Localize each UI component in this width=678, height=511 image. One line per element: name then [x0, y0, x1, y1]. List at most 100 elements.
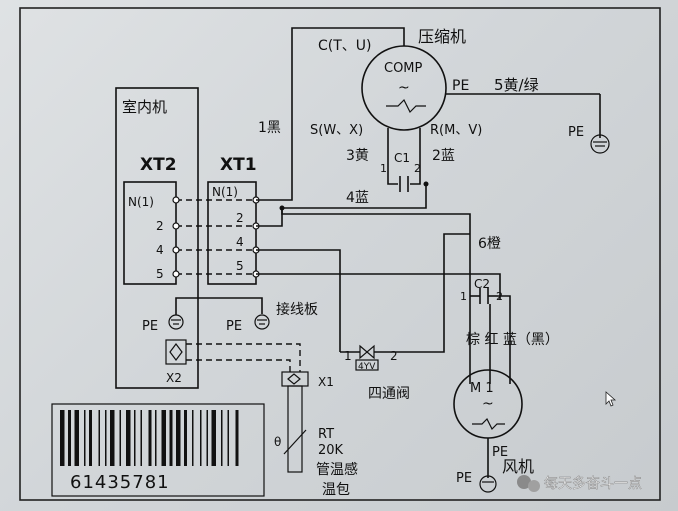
- barcode-bar: [176, 410, 181, 466]
- wire-term5: [256, 273, 501, 300]
- terminal-board-label: 接线板: [276, 301, 318, 318]
- xt2-term-3: 4: [156, 243, 164, 257]
- barcode-bar: [140, 410, 142, 466]
- x1-label: X1: [318, 375, 334, 389]
- barcode-number: 61435781: [70, 472, 170, 493]
- fan-ground-icon: [479, 475, 497, 493]
- pe-mid-icon: [254, 314, 270, 330]
- cap2-name: C2: [474, 277, 490, 291]
- valve-code: 4YV: [358, 362, 376, 372]
- comp-pe-wire: 5黄/绿: [494, 76, 539, 94]
- x2-label: X2: [166, 371, 182, 385]
- wire-r: [410, 128, 421, 185]
- mouse-cursor-icon: [605, 391, 617, 407]
- xt2-block: [123, 181, 177, 285]
- x2-connector: [165, 339, 187, 365]
- sensor-name-1: 管温感: [316, 461, 358, 478]
- xt1-block: [207, 181, 257, 285]
- barcode-bar: [206, 410, 208, 466]
- barcode-bar: [169, 410, 173, 466]
- wechat-icon: [517, 475, 531, 489]
- wire-black-label: 1黑: [258, 120, 281, 136]
- comp-label: COMP: [384, 61, 423, 76]
- comp-c-label: C(T、U): [318, 38, 372, 54]
- barcode-bar: [119, 410, 121, 466]
- valve-coil: [355, 359, 379, 371]
- ground-icon: [590, 134, 610, 154]
- barcode-bar: [227, 410, 229, 466]
- compressor-title: 压缩机: [418, 27, 466, 46]
- comp-tilde: ~: [398, 80, 410, 96]
- valve-symbol: [359, 344, 375, 360]
- cap1-name: C1: [394, 151, 410, 165]
- sensor-value: 20K: [318, 443, 344, 458]
- barcode-bar: [184, 410, 187, 466]
- sensor-body: [287, 385, 303, 473]
- valve-name: 四通阀: [368, 386, 410, 402]
- barcode-bar: [74, 410, 79, 466]
- indoor-unit-box: [115, 87, 199, 389]
- barcode-bar: [98, 410, 100, 466]
- cap1-p1: 1: [380, 162, 387, 175]
- wire-term4: [256, 249, 341, 352]
- xt1-term-3: 4: [236, 235, 244, 249]
- barcode-bar: [155, 410, 157, 466]
- xt2-term-1: N(1): [128, 195, 154, 209]
- outer-frame: [19, 7, 661, 501]
- cap2-p1: 1: [460, 290, 467, 303]
- cap1-p2: 2: [414, 162, 421, 175]
- wire-6-orange: [281, 208, 471, 300]
- watermark-text: 每天多奋斗一点: [544, 475, 642, 492]
- valve-p2: 2: [390, 349, 398, 363]
- wire-blue4-label: 4蓝: [346, 190, 369, 206]
- fan-m-label: M 1: [470, 381, 494, 396]
- fan-title: 风机: [502, 457, 534, 476]
- barcode-bar: [192, 410, 194, 466]
- barcode-bar: [134, 410, 136, 466]
- comp-pe-label: PE: [452, 78, 469, 94]
- fan-pe-top: PE: [492, 445, 508, 460]
- xt1-term-4: 5: [236, 259, 244, 273]
- xt1-term-1: N(1): [212, 185, 238, 199]
- comp-pe-sym: PE: [568, 125, 584, 140]
- wire-orange-label: 6橙: [478, 236, 501, 252]
- pe-left-label: PE: [142, 319, 158, 334]
- sensor-name-2: 温包: [322, 482, 350, 498]
- barcode-bar: [126, 410, 131, 466]
- fan-overload: [472, 417, 505, 431]
- pe-mid-label: PE: [226, 319, 242, 334]
- wire-blue2-label: 2蓝: [432, 148, 455, 164]
- wire-c-black: [256, 27, 405, 201]
- barcode-bar: [161, 410, 166, 466]
- barcode: [60, 410, 239, 466]
- fan-wire-colors: 棕 红 蓝（黑）: [466, 332, 559, 348]
- barcode-bar: [235, 410, 239, 466]
- wire-s: [387, 128, 398, 185]
- barcode-bar: [60, 410, 65, 466]
- valve-p1: 1: [344, 349, 352, 363]
- sensor-rt: RT: [318, 427, 334, 442]
- fan-pe-left: PE: [456, 471, 472, 486]
- pe-left-icon: [168, 314, 184, 330]
- svg-text:~: ~: [482, 396, 494, 412]
- sensor-theta: θ: [274, 435, 281, 449]
- barcode-bar: [68, 410, 71, 466]
- barcode-bar: [110, 410, 115, 466]
- watermark: 每天多奋斗一点: [517, 475, 642, 492]
- comp-s-label: S(W、X): [310, 123, 363, 138]
- barcode-bar: [221, 410, 223, 466]
- xt2-label: XT2: [140, 155, 177, 175]
- xt1-label: XT1: [220, 155, 257, 175]
- comp-r-label: R(M、V): [430, 123, 482, 138]
- barcode-bar: [200, 410, 202, 466]
- barcode-bar: [89, 410, 92, 466]
- barcode-bar: [84, 410, 86, 466]
- barcode-bar: [211, 410, 216, 466]
- xt1-term-2: 2: [236, 211, 244, 225]
- barcode-bar: [148, 410, 152, 466]
- wire-yellow-label: 3黄: [346, 147, 369, 164]
- xt2-term-2: 2: [156, 219, 164, 233]
- xt2-term-4: 5: [156, 267, 164, 281]
- comp-overload: [386, 98, 426, 114]
